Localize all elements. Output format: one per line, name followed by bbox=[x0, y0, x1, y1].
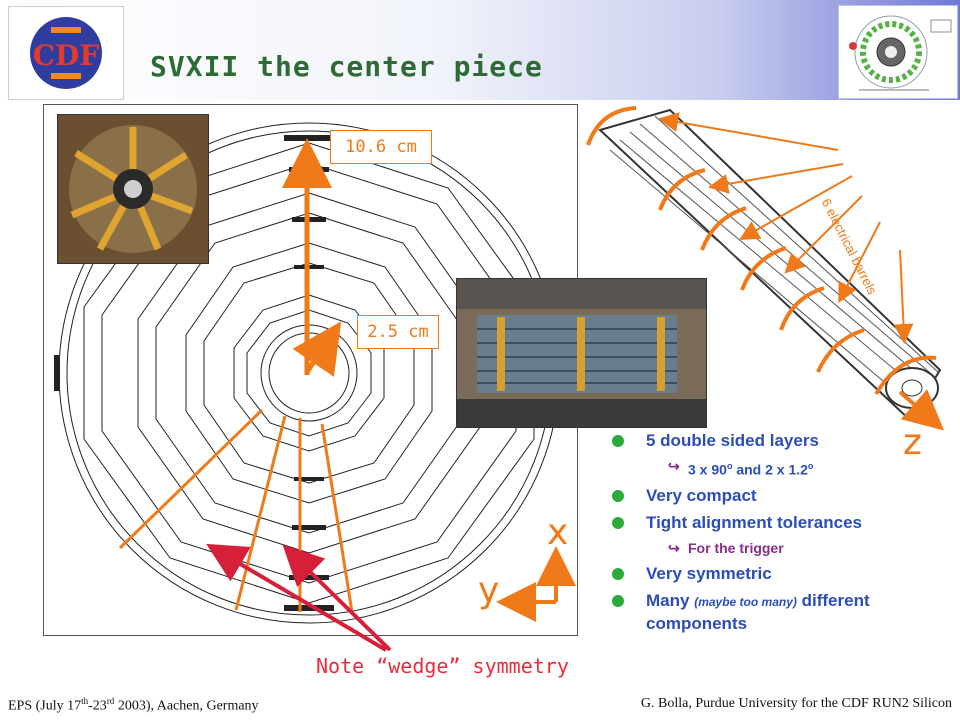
bullet-text: Very symmetric bbox=[646, 563, 772, 583]
hook-arrow-icon: ↪ bbox=[668, 458, 680, 474]
subbullet-trigger: ↪ For the trigger bbox=[612, 539, 952, 557]
bullet-components: Many (maybe too many) different componen… bbox=[612, 590, 952, 635]
bullet-text-small: (maybe too many) bbox=[694, 594, 797, 609]
bullet-alignment: Tight alignment tolerances bbox=[612, 512, 952, 534]
footer-left-text: -23 bbox=[88, 698, 107, 714]
bullet-layers: 5 double sided layers bbox=[612, 430, 952, 452]
footer-sup: th bbox=[81, 696, 89, 706]
bullet-text: 5 double sided layers bbox=[646, 431, 819, 450]
degree-sup: o bbox=[726, 461, 733, 471]
bullet-compact: Very compact bbox=[612, 485, 952, 507]
inner-radius-label: 2.5 cm bbox=[357, 315, 439, 349]
axis-x-label: x bbox=[547, 512, 569, 553]
axis-y-label: y bbox=[478, 570, 500, 611]
footer-right: G. Bolla, Purdue University for the CDF … bbox=[640, 696, 952, 711]
footer-left-text: EPS (July 17 bbox=[8, 698, 82, 714]
outer-radius-label: 10.6 cm bbox=[330, 130, 432, 164]
subbullet-text: For the trigger bbox=[688, 539, 784, 556]
subbullet-text-tail: and 2 x 1.2 bbox=[732, 461, 808, 478]
bullet-dot-icon bbox=[612, 489, 624, 502]
bullet-dot-icon bbox=[612, 594, 624, 607]
subbullet-text: 3 x 90 bbox=[688, 461, 727, 478]
footer-sup: rd bbox=[106, 696, 115, 706]
bullet-symmetric: Very symmetric bbox=[612, 563, 952, 585]
bullet-dot-icon bbox=[612, 567, 624, 580]
bullet-dot-icon bbox=[612, 435, 624, 447]
hook-arrow-icon: ↪ bbox=[668, 539, 680, 556]
wedge-note: Note “wedge” symmetry bbox=[316, 654, 569, 678]
barrels-label: 6 electrical barrels bbox=[818, 196, 880, 297]
footer-left: EPS (July 17th-23rd 2003), Aachen, Germa… bbox=[8, 696, 259, 715]
bullet-list: 5 double sided layers ↪ 3 x 90o and 2 x … bbox=[612, 430, 952, 640]
slide-header bbox=[0, 0, 960, 100]
logo-text: CDF bbox=[33, 39, 100, 72]
axis-z-label: z bbox=[903, 422, 922, 463]
slide-footer: EPS (July 17th-23rd 2003), Aachen, Germa… bbox=[0, 694, 960, 720]
slide-title: SVXII the center piece bbox=[150, 50, 543, 83]
bullet-text-suffix: different components bbox=[646, 590, 870, 633]
footer-left-text: 2003), Aachen, Germany bbox=[114, 698, 259, 714]
bullet-text: Very compact bbox=[646, 485, 757, 505]
detector-thumbnail bbox=[838, 5, 958, 99]
cdf-logo: CDF bbox=[8, 6, 124, 100]
bullet-text-prefix: Many bbox=[646, 590, 690, 610]
bullet-dot-icon bbox=[612, 516, 624, 529]
bullet-text: Tight alignment tolerances bbox=[646, 512, 863, 532]
subbullet-layers: ↪ 3 x 90o and 2 x 1.2o bbox=[612, 457, 952, 479]
detector-endview-photo bbox=[57, 114, 209, 264]
degree-sup: o bbox=[807, 461, 814, 471]
barrel-photo bbox=[456, 278, 707, 428]
